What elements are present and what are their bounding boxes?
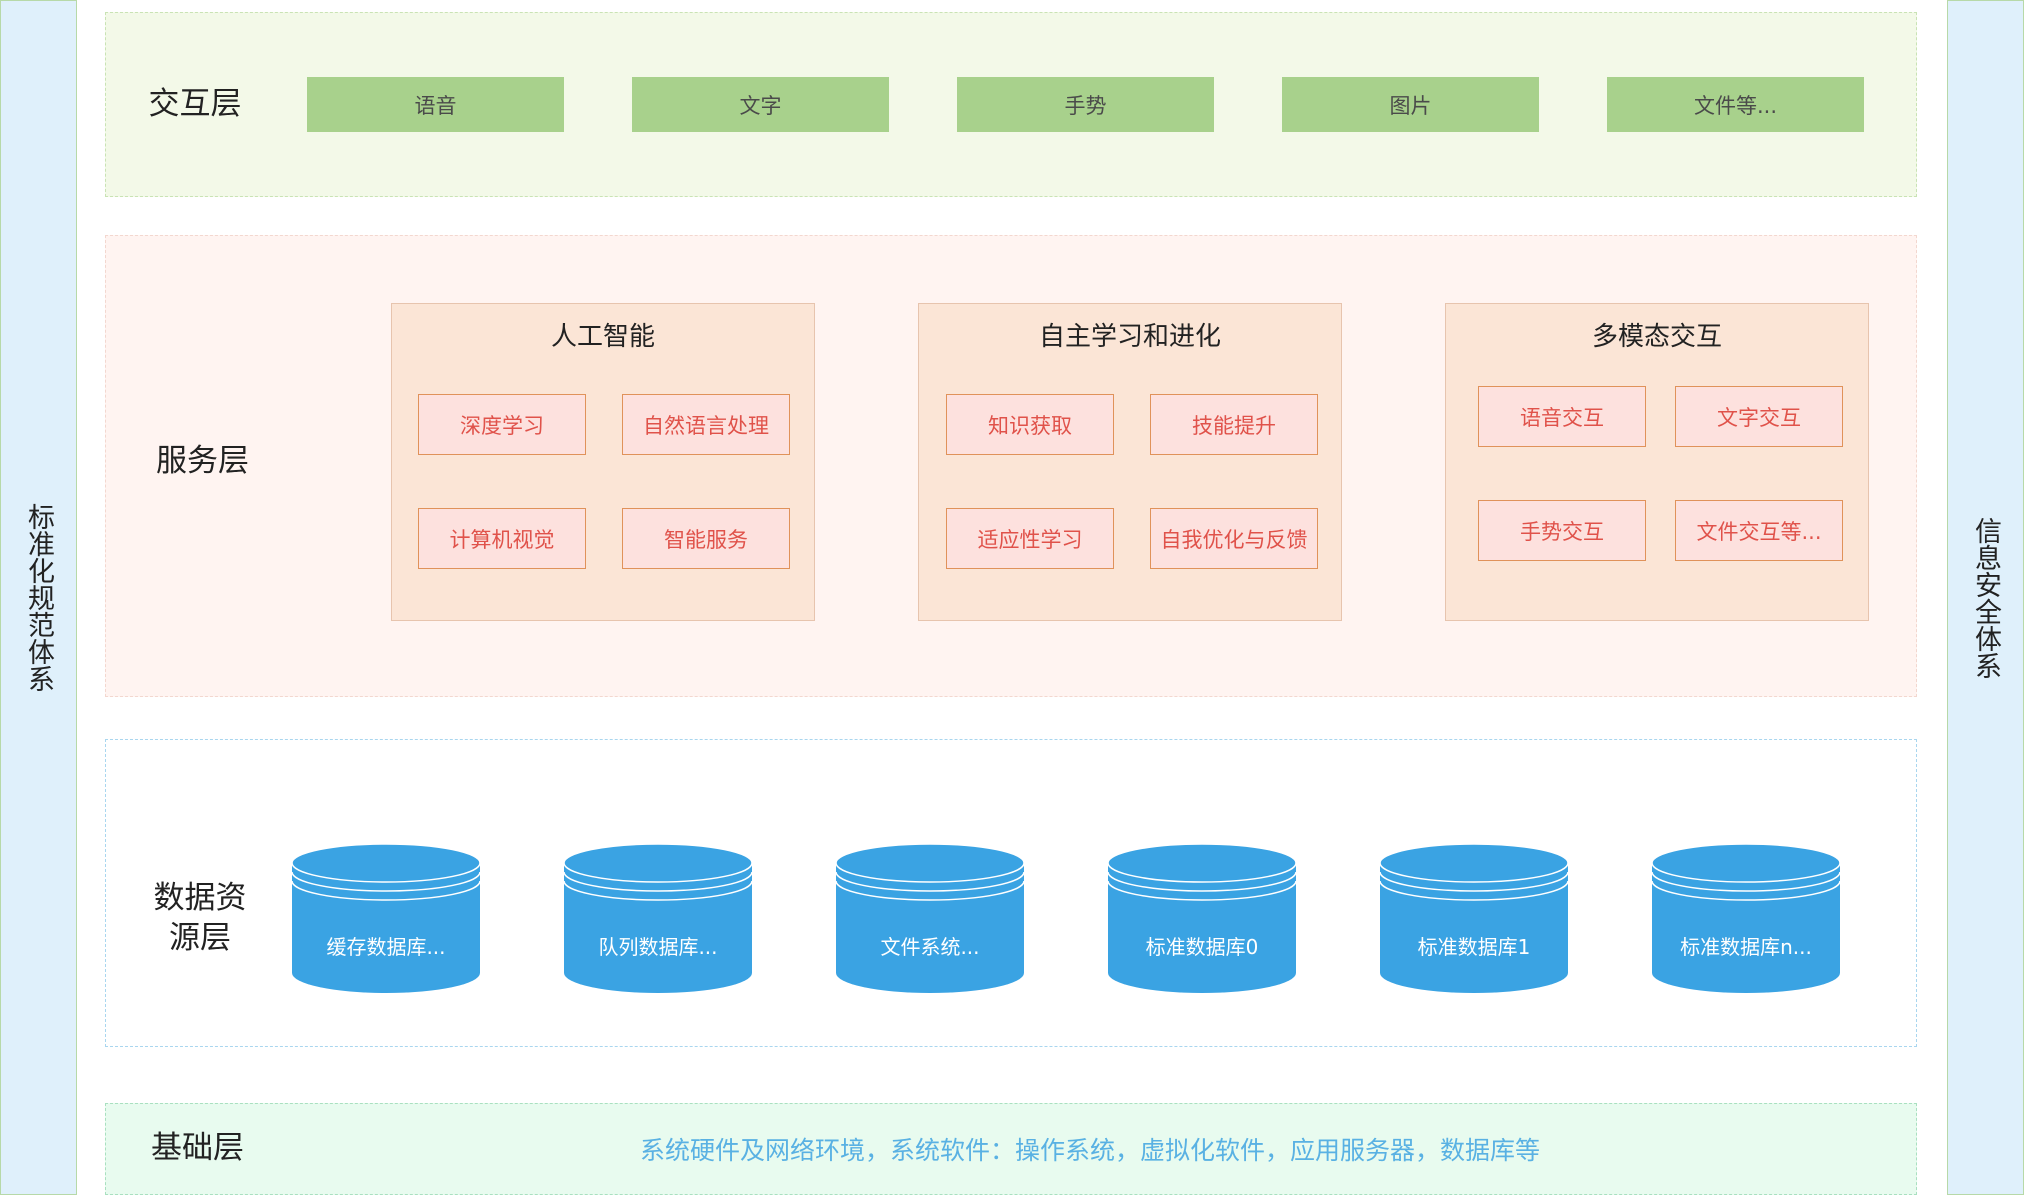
database-cylinder: 缓存数据库... [291,843,481,995]
base-layer-title: 基础层 [151,1130,244,1166]
interaction-item-image: 图片 [1282,77,1539,132]
database-icon [1379,843,1569,993]
database-icon [835,843,1025,993]
service-group-title: 多模态交互 [1591,322,1722,352]
interaction-item-file: 文件等... [1607,77,1864,132]
database-cylinder: 标准数据库1 [1379,843,1569,995]
service-item: 语音交互 [1478,386,1646,447]
service-layer-title: 服务层 [156,443,249,479]
interaction-item-voice: 语音 [307,77,564,132]
service-group-title: 自主学习和进化 [1038,322,1221,352]
interaction-item-gesture: 手势 [957,77,1214,132]
database-label: 标准数据库1 [1417,935,1531,959]
database-icon [1651,843,1841,993]
base-layer-description: 系统硬件及网络环境，系统软件：操作系统，虚拟化软件，应用服务器，数据库等 [639,1136,1540,1165]
database-cylinder: 队列数据库... [563,843,753,995]
service-item: 深度学习 [418,394,586,455]
service-item: 文件交互等... [1675,500,1843,561]
database-label: 标准数据库0 [1145,935,1259,959]
service-group-multimodal: 多模态交互 语音交互 文字交互 手势交互 文件交互等... [1445,303,1869,621]
service-item: 手势交互 [1478,500,1646,561]
service-item: 自我优化与反馈 [1150,508,1318,569]
database-cylinder: 文件系统... [835,843,1025,995]
data-layer-title-line1: 数据资 [153,880,247,916]
service-item: 自然语言处理 [622,394,790,455]
interaction-item-text: 文字 [632,77,889,132]
database-icon [1107,843,1297,993]
service-group-self-learning: 自主学习和进化 知识获取 技能提升 适应性学习 自我优化与反馈 [918,303,1342,621]
service-item: 技能提升 [1150,394,1318,455]
database-label: 缓存数据库... [326,935,446,959]
service-item: 计算机视觉 [418,508,586,569]
database-cylinder: 标准数据库0 [1107,843,1297,995]
database-label: 文件系统... [880,935,980,959]
base-layer [105,1103,1917,1195]
left-side-bar-label: 标准化规范体系 [23,503,54,692]
database-icon [563,843,753,993]
service-item: 知识获取 [946,394,1114,455]
database-label: 标准数据库n... [1680,935,1812,959]
database-label: 队列数据库... [598,935,718,959]
database-cylinder: 标准数据库n... [1651,843,1841,995]
service-item: 文字交互 [1675,386,1843,447]
right-side-bar-label: 信息安全体系 [1970,516,2001,679]
service-group-title: 人工智能 [550,322,655,352]
data-layer-title-line2: 源层 [169,920,231,956]
left-side-bar: 标准化规范体系 [0,0,77,1195]
service-item: 适应性学习 [946,508,1114,569]
right-side-bar: 信息安全体系 [1947,0,2024,1195]
database-icon [291,843,481,993]
interaction-layer-title: 交互层 [148,86,242,122]
service-item: 智能服务 [622,508,790,569]
service-group-ai: 人工智能 深度学习 自然语言处理 计算机视觉 智能服务 [391,303,815,621]
